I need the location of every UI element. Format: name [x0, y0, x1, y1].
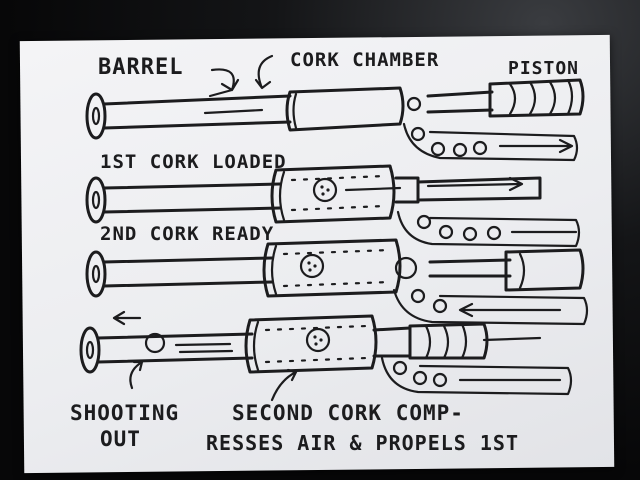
cork-chamber-2 [270, 164, 396, 224]
caption-pointer-arrow [270, 368, 298, 402]
stage-1-assembly [85, 78, 585, 162]
caption-line-2: RESSES AIR & PROPELS 1ST [206, 431, 519, 455]
second-cork-ready-label: 2ND CORK READY [100, 223, 274, 245]
barrel-label: BARREL [98, 55, 183, 80]
stage-3-assembly [85, 238, 589, 326]
barrel-1 [102, 94, 292, 130]
chamber-pointer-arrow [254, 54, 274, 90]
piston-3 [504, 248, 585, 292]
first-cork-3 [299, 253, 325, 279]
piston-4 [408, 322, 489, 360]
piston-label: PISTON [508, 58, 579, 79]
shooting-label: SHOOTING [70, 401, 179, 425]
piston-1 [488, 78, 585, 118]
caption-line-1: SECOND CORK COMP- [232, 401, 464, 425]
barrel-4 [96, 332, 254, 364]
second-cork-4 [305, 327, 331, 353]
shooting-pointer-arrow [129, 360, 144, 390]
shooting-arrow [112, 310, 142, 326]
piston-channel-1 [402, 122, 579, 162]
first-cork-2 [312, 177, 338, 203]
piston-rod-2 [416, 176, 542, 202]
cork-chamber-3 [262, 238, 402, 298]
second-cork-3 [394, 256, 418, 280]
piston-channel-2 [396, 210, 581, 248]
piston-head-2 [394, 176, 420, 204]
piston-channel-3 [392, 288, 589, 326]
barrel-pointer-arrow [208, 68, 240, 98]
cork-chamber-1 [285, 86, 405, 132]
piston-rod-1 [426, 90, 494, 114]
stage-4-assembly [79, 310, 573, 396]
first-cork-shooting [144, 332, 166, 354]
barrel-2 [102, 182, 282, 214]
cork-chamber-label: CORK CHAMBER [290, 49, 439, 71]
piston-rod-3 [428, 258, 512, 278]
barrel-muzzle-2 [85, 176, 107, 224]
barrel-muzzle-3 [85, 250, 107, 298]
out-label: OUT [100, 427, 141, 451]
barrel-muzzle-4 [79, 326, 101, 374]
cork-chamber-4 [244, 314, 378, 374]
barrel-3 [102, 256, 274, 288]
first-cork-loaded-label: 1ST CORK LOADED [100, 151, 287, 173]
piston-tip-1 [406, 96, 422, 112]
barrel-muzzle-1 [85, 92, 107, 140]
piston-head-4 [372, 326, 412, 358]
piston-channel-4 [380, 356, 573, 396]
stage-2-assembly [85, 164, 581, 248]
